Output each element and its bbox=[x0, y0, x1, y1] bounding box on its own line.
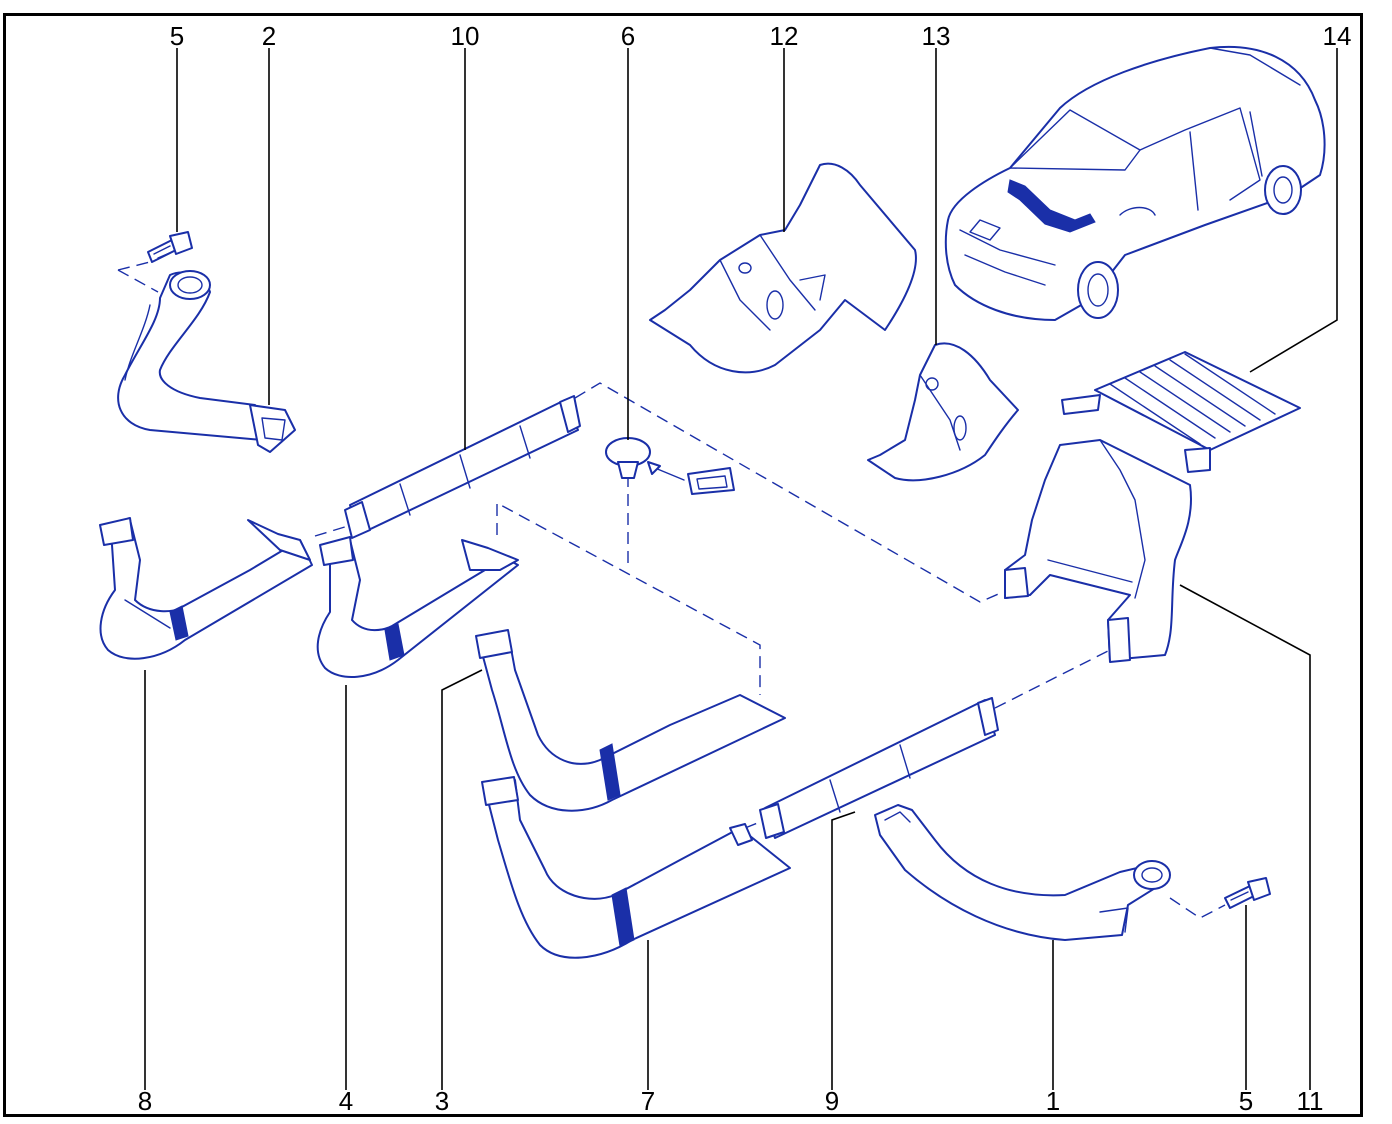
duct-part-10 bbox=[344, 395, 581, 539]
bolt-part-5-bottom bbox=[1224, 877, 1271, 909]
duct-part-4 bbox=[316, 536, 519, 678]
callout-6: 6 bbox=[621, 21, 635, 51]
callout-14: 14 bbox=[1323, 21, 1352, 51]
callout-1: 1 bbox=[1046, 1086, 1060, 1116]
callout-5-top: 5 bbox=[170, 21, 184, 51]
bolt-part-5-top bbox=[147, 231, 193, 263]
car-illustration bbox=[944, 45, 1326, 321]
assembly-dash-lines bbox=[117, 261, 1226, 919]
duct-part-1 bbox=[874, 804, 1171, 941]
duct-part-7 bbox=[481, 776, 791, 959]
callout-10: 10 bbox=[451, 21, 480, 51]
callout-labels: 5 2 10 6 12 13 14 8 4 3 7 9 1 5 11 bbox=[138, 21, 1352, 1116]
cover-part-12 bbox=[649, 162, 917, 374]
callout-4: 4 bbox=[339, 1086, 353, 1116]
callout-8: 8 bbox=[138, 1086, 152, 1116]
callout-11: 11 bbox=[1297, 1086, 1324, 1116]
callout-2: 2 bbox=[262, 21, 276, 51]
plate-part-14 bbox=[1061, 351, 1301, 473]
duct-part-9 bbox=[759, 697, 999, 839]
duct-part-8 bbox=[99, 517, 313, 660]
callout-5-bottom: 5 bbox=[1239, 1086, 1253, 1116]
leader-lines bbox=[144, 48, 1338, 1090]
clip-part-6 bbox=[605, 437, 735, 495]
callout-12: 12 bbox=[770, 21, 799, 51]
callout-3: 3 bbox=[435, 1086, 449, 1116]
duct-part-2 bbox=[117, 270, 296, 453]
callout-13: 13 bbox=[922, 21, 951, 51]
duct-part-11 bbox=[1004, 439, 1192, 663]
callout-7: 7 bbox=[641, 1086, 655, 1116]
duct-part-3 bbox=[475, 629, 786, 812]
callout-9: 9 bbox=[825, 1086, 839, 1116]
cover-part-13 bbox=[867, 342, 1019, 482]
